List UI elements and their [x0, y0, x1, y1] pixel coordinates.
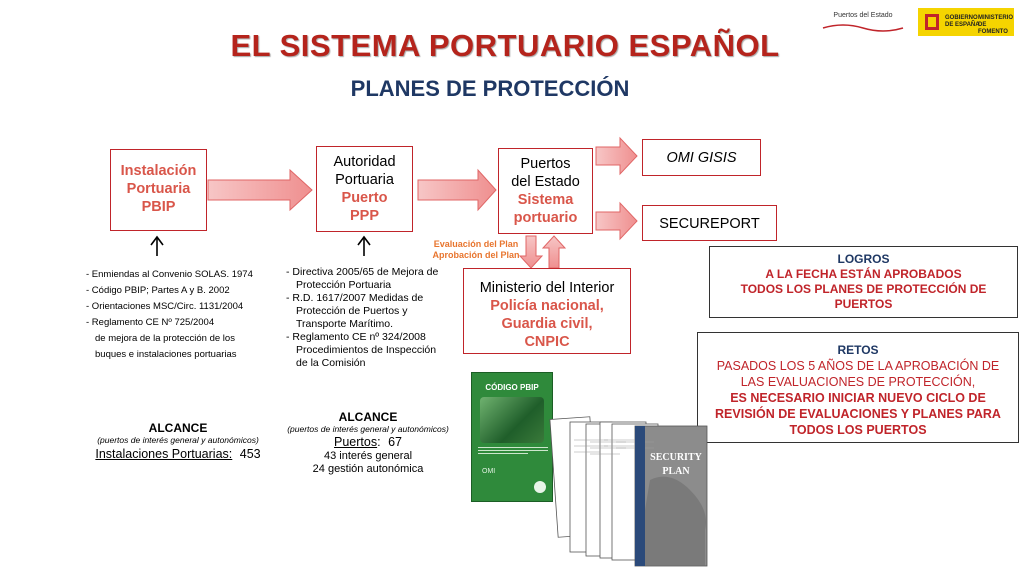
logo-puertos-text: Puertos del Estado: [833, 12, 893, 19]
retos-line5: TODOS LOS PUERTOS: [789, 423, 927, 437]
notes-instalacion: - Enmiendas al Convenio SOLAS. 1974 - Có…: [86, 267, 286, 363]
secureport-box: SECUREPORT: [642, 205, 777, 241]
logros-line3: PUERTOS: [834, 297, 893, 311]
arrow-puertos-to-secureport: [595, 201, 638, 241]
arrow-ministerio-to-puertos: [541, 235, 567, 269]
logo-min-line2: DE FOMENTO: [978, 22, 1008, 35]
notes-autoridad: - Directiva 2005/65 de Mejora de Protecc…: [286, 266, 456, 370]
alcance-mid-line3: 43 interés general: [323, 450, 413, 462]
retos-line3: ES NECESARIO INICIAR NUEVO CICLO DE: [730, 391, 986, 405]
security-plan-line2: PLAN: [662, 466, 690, 477]
book-photo: [480, 397, 544, 443]
logros-line2: TODOS LOS PLANES DE PROTECCIÓN DE: [740, 282, 987, 296]
omi-gisis-box: OMI GISIS: [642, 139, 761, 176]
ministerio-line2: Policía nacional,: [490, 298, 604, 314]
autoridad-portuaria-box: Autoridad Portuaria Puerto PPP: [316, 146, 413, 232]
secureport-label: SECUREPORT: [659, 216, 760, 232]
autoridad-line1: Autoridad: [333, 154, 396, 170]
retos-line2: LAS EVALUACIONES DE PROTECCIÓN,: [740, 375, 976, 389]
instalacion-line1: Instalación: [120, 163, 197, 179]
note-item: - R.D. 1617/2007 Medidas de: [286, 292, 424, 304]
arrow-puertos-to-ministerio: [518, 235, 544, 269]
puertos-del-estado-logo: Puertos del Estado: [818, 8, 908, 34]
note-item: buques e instalaciones portuarias: [95, 349, 237, 360]
book-title: CÓDIGO PBIP: [485, 383, 539, 392]
ministerio-line4: CNPIC: [524, 334, 570, 350]
alcance-left-sub: (puertos de interés general y autonómico…: [97, 435, 259, 445]
note-item: Protección de Puertos y: [296, 305, 408, 317]
wave-icon: [822, 24, 904, 32]
autoridad-line2: Portuaria: [335, 172, 394, 188]
retos-line1: PASADOS LOS 5 AÑOS DE LA APROBACIÓN DE: [716, 359, 1000, 373]
coat-of-arms-icon: [925, 14, 939, 30]
note-item: - Reglamento CE Nº 725/2004: [86, 317, 215, 328]
omi-gisis-label: OMI GISIS: [666, 150, 737, 166]
arrow-instalacion-to-autoridad: [207, 168, 313, 212]
alcance-instalaciones: ALCANCE (puertos de interés general y au…: [78, 422, 278, 462]
note-item: - Código PBIP; Partes A y B. 2002: [86, 285, 230, 296]
retos-line4: REVISIÓN DE EVALUACIONES Y PLANES PARA: [715, 407, 1001, 421]
book-label: OMI: [482, 468, 496, 475]
instalacion-portuaria-box: Instalación Portuaria PBIP: [110, 149, 207, 231]
note-item: - Orientaciones MSC/Circ. 1131/2004: [86, 301, 244, 312]
instalacion-line3: PBIP: [141, 199, 176, 215]
evaluacion-line: Evaluación del Plan: [433, 239, 519, 249]
ministerio-interior-box: Ministerio del Interior Policía nacional…: [463, 268, 631, 354]
alcance-mid-line4: 24 gestión autonómica: [312, 463, 424, 475]
logo-gob-line1: GOBIERNO: [945, 15, 978, 21]
puertos-line4: portuario: [513, 210, 578, 226]
documents-stack-image: SECURITY PLAN: [549, 416, 708, 567]
alcance-mid-title: ALCANCE: [338, 410, 398, 424]
note-item: Transporte Marítimo.: [296, 318, 394, 330]
note-item: de la Comisión: [296, 357, 366, 369]
security-plan-line1: SECURITY: [650, 452, 702, 463]
arrow-autoridad-to-puertos: [417, 168, 497, 212]
note-item: - Reglamento CE nº 324/2008: [286, 331, 426, 343]
page-subtitle: PLANES DE PROTECCIÓN: [350, 76, 630, 101]
puertos-del-estado-box: Puertos del Estado Sistema portuario: [498, 148, 593, 234]
alcance-mid-label: Puertos: [334, 435, 378, 449]
logros-title: LOGROS: [837, 252, 890, 266]
arrow-puertos-to-omi: [595, 136, 638, 176]
note-item: Protección Portuaria: [296, 279, 392, 291]
note-item: - Directiva 2005/65 de Mejora de: [286, 266, 439, 278]
binder-spine: [635, 426, 645, 566]
puertos-line2: del Estado: [511, 174, 580, 190]
alcance-left-label: Instalaciones Portuarias:: [95, 447, 233, 461]
alcance-puertos: ALCANCE (puertos de interés general y au…: [268, 411, 468, 476]
alcance-mid-value: 67: [388, 435, 402, 449]
alcance-mid-sub: (puertos de interés general y autonómico…: [287, 424, 449, 434]
up-arrow-autoridad: [357, 235, 371, 256]
logo-min-line1: MINISTERIO: [978, 15, 1014, 21]
retos-title: RETOS: [837, 343, 879, 357]
page-title: EL SISTEMA PORTUARIO ESPAÑOL: [230, 28, 780, 63]
alcance-left-value: 453: [239, 447, 261, 461]
codigo-pbip-book-image: CÓDIGO PBIP OMI: [471, 372, 553, 502]
logo-gob-line2: DE ESPAÑA: [945, 22, 980, 28]
note-item: de mejora de la protección de los: [95, 333, 235, 344]
logros-box: LOGROS A LA FECHA ESTÁN APROBADOS TODOS …: [709, 246, 1018, 318]
ministerio-line1: Ministerio del Interior: [479, 280, 615, 296]
ministerio-line3: Guardia civil,: [501, 316, 593, 332]
autoridad-line3: Puerto: [341, 190, 388, 206]
instalacion-line2: Portuaria: [126, 181, 191, 197]
omi-emblem-icon: [534, 481, 546, 493]
note-item: - Enmiendas al Convenio SOLAS. 1974: [86, 269, 253, 280]
evaluacion-labels: Evaluación del Plan Aprobación del Plan: [430, 239, 522, 261]
ministerio-logo: GOBIERNO DE ESPAÑA MINISTERIO DE FOMENTO: [918, 8, 1014, 36]
autoridad-line4: PPP: [349, 208, 379, 224]
aprobacion-line: Aprobación del Plan: [432, 250, 520, 260]
alcance-left-title: ALCANCE: [148, 421, 208, 435]
note-item: Procedimientos de Inspección: [296, 344, 437, 356]
up-arrow-instalacion: [150, 235, 164, 256]
puertos-line3: Sistema: [517, 192, 574, 208]
logros-line1: A LA FECHA ESTÁN APROBADOS: [765, 267, 962, 281]
puertos-line1: Puertos: [520, 156, 571, 172]
retos-box: RETOS PASADOS LOS 5 AÑOS DE LA APROBACIÓ…: [697, 332, 1019, 443]
